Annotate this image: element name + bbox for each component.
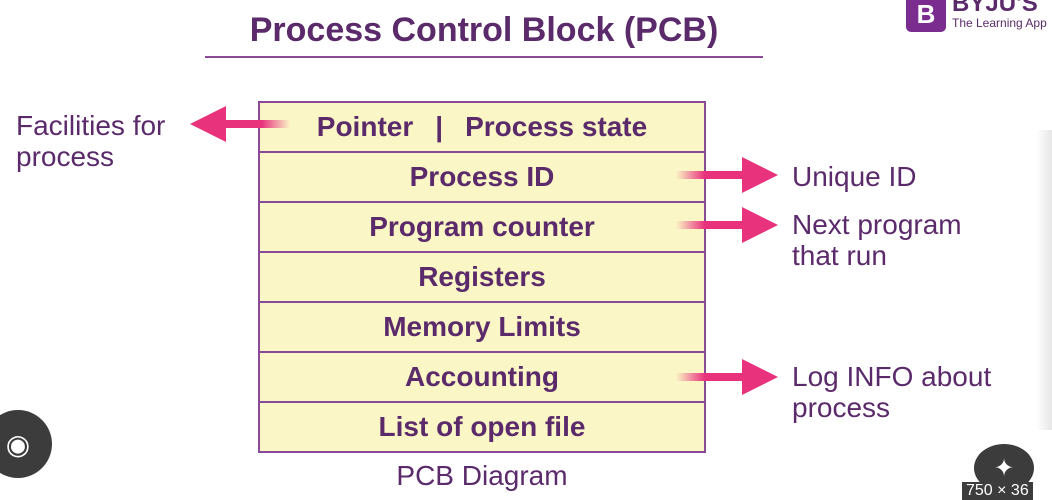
camera-icon: ◉ — [5, 428, 31, 460]
pcb-row-process-id: Process ID — [260, 153, 704, 203]
label-log-info: Log INFO about process — [792, 361, 991, 423]
label-log-info-line2: process — [792, 392, 891, 423]
lens-button[interactable]: ◉ — [0, 410, 52, 478]
magic-wand-icon: ✦ — [993, 454, 1015, 482]
pointer-field: Pointer — [316, 111, 414, 142]
label-next-program-line2: that run — [792, 240, 887, 271]
pcb-row-program-counter: Program counter — [260, 203, 704, 253]
pcb-table: Pointer | Process state Process ID Progr… — [258, 101, 706, 453]
label-next-program-line1: Next program — [792, 209, 962, 240]
pcb-row-memory-limits: Memory Limits — [260, 303, 704, 353]
pcb-row-registers: Registers — [260, 253, 704, 303]
image-size-text: 750 × 36 — [962, 482, 1033, 500]
edge-shade — [1036, 130, 1052, 430]
label-unique-id: Unique ID — [792, 161, 917, 192]
arrow-to-next-program — [676, 207, 778, 243]
label-next-program: Next program that run — [792, 209, 962, 271]
label-log-info-line1: Log INFO about — [792, 361, 992, 392]
field-separator: | — [435, 111, 444, 142]
label-facilities-line1: Facilities for — [16, 110, 166, 141]
page-title: Process Control Block (PCB) — [249, 11, 719, 49]
diagram-caption: PCB Diagram — [396, 460, 568, 491]
arrow-to-log-info — [676, 359, 778, 395]
arrow-to-unique-id — [676, 157, 778, 193]
pcb-row-open-files: List of open file — [260, 403, 704, 453]
label-facilities-line2: process — [16, 141, 115, 172]
byjus-logo: B BYJU'S The Learning App — [906, 0, 1052, 34]
logo-name: BYJU'S — [952, 0, 1038, 17]
process-state-field: Process state — [465, 111, 648, 142]
arrow-to-facilities — [190, 106, 290, 142]
pcb-row-pointer-state: Pointer | Process state — [260, 103, 704, 153]
logo-tagline: The Learning App — [952, 16, 1047, 30]
title-underline — [205, 56, 763, 58]
label-facilities: Facilities for process — [16, 110, 165, 172]
pcb-row-accounting: Accounting — [260, 353, 704, 403]
logo-badge: B — [906, 0, 946, 32]
